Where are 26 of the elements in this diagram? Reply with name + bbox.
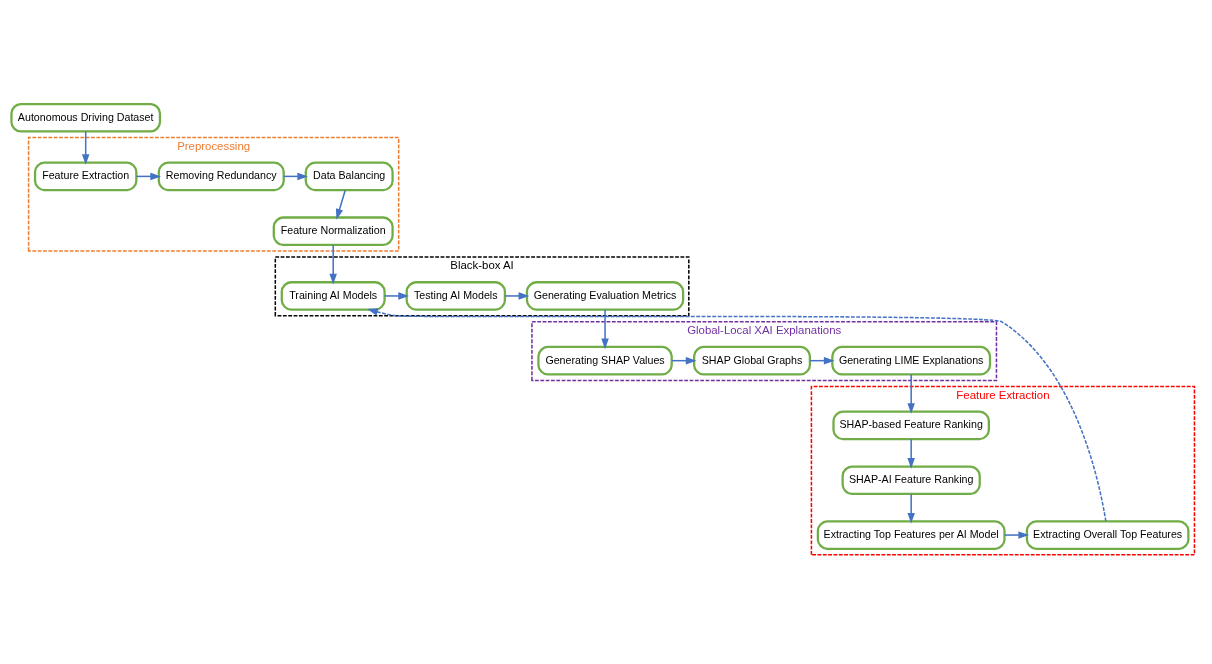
node-box: Removing Redundancy: [157, 161, 285, 191]
arrow: [504, 291, 530, 300]
arrow: [383, 291, 409, 300]
node-box: Data Balancing: [304, 161, 394, 191]
node-box: SHAP Global Graphs: [693, 345, 812, 375]
node-box: Generating SHAP Values: [537, 345, 673, 375]
arrow: [335, 189, 346, 220]
node-box: Feature Normalization: [272, 215, 394, 246]
arrow: [1003, 530, 1030, 539]
arrow: [907, 373, 915, 414]
node-box: Training AI Models: [280, 280, 386, 311]
node-box: Extracting Top Features per AI Model: [816, 519, 1006, 550]
node-box: Generating Evaluation Metrics: [525, 280, 685, 311]
arrow: [907, 438, 915, 469]
node-box: Extracting Overall Top Features: [1025, 519, 1190, 550]
arrow: [329, 243, 337, 284]
node-box: Generating LIME Explanations: [831, 345, 992, 375]
node-box: SHAP-AI Feature Ranking: [841, 464, 981, 495]
node-box: Feature Extraction: [33, 161, 138, 191]
arrow: [601, 308, 609, 349]
arrow: [907, 492, 915, 524]
arrow: [367, 307, 1107, 522]
node-box: SHAP-based Feature Ranking: [832, 410, 990, 440]
node-box: Testing AI Models: [405, 280, 507, 311]
arrow: [81, 130, 90, 165]
node-box: Autonomous Driving Dataset: [10, 102, 162, 133]
